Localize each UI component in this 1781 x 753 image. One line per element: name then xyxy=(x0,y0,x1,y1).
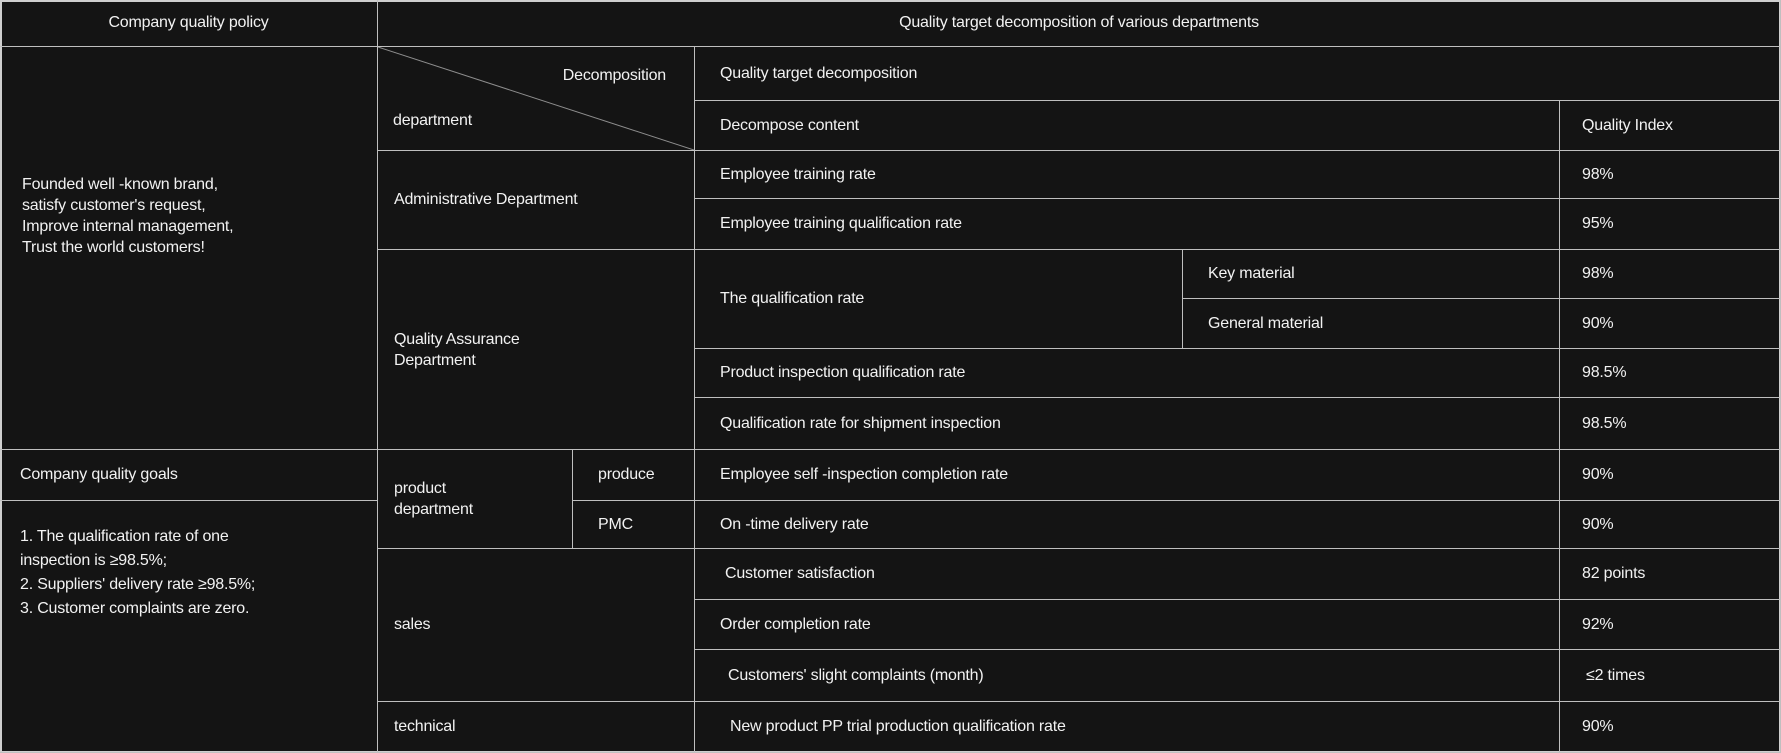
corner-cell: Decomposition department xyxy=(378,47,695,151)
department-name-cell: sales xyxy=(378,549,695,702)
metric-cell: Customer satisfaction xyxy=(695,549,1560,600)
index-value-cell: 92% xyxy=(1560,600,1781,650)
corner-label-department: department xyxy=(393,112,472,129)
metric-cell: The qualification rate xyxy=(695,250,1183,349)
metric-cell: Employee self -inspection completion rat… xyxy=(695,450,1560,501)
metric-cell: On -time delivery rate xyxy=(695,501,1560,549)
index-value-cell: 98% xyxy=(1560,250,1781,299)
diagonal-divider xyxy=(378,47,694,150)
decomposition-column-header: Quality target decomposition of various … xyxy=(378,0,1781,47)
metric-cell: New product PP trial production qualific… xyxy=(695,702,1560,753)
team-cell: produce xyxy=(573,450,695,501)
metric-cell: Customers' slight complaints (month) xyxy=(695,650,1560,702)
quality-policy-text: Founded well -known brand, satisfy custo… xyxy=(0,47,378,450)
index-value-cell: 98% xyxy=(1560,151,1781,199)
metric-cell: Qualification rate for shipment inspecti… xyxy=(695,398,1560,450)
metric-cell: Order completion rate xyxy=(695,600,1560,650)
metric-cell: Employee training qualification rate xyxy=(695,199,1560,250)
policy-column-header: Company quality policy xyxy=(0,0,378,47)
index-value-cell: 98.5% xyxy=(1560,349,1781,398)
department-name-cell: Quality Assurance Department xyxy=(378,250,695,450)
corner-label-decomposition: Decomposition xyxy=(562,67,666,84)
quality-goals-title: Company quality goals xyxy=(0,450,378,501)
metric-cell: Product inspection qualification rate xyxy=(695,349,1560,398)
department-name-cell: product department xyxy=(378,450,573,549)
index-value-cell: 95% xyxy=(1560,199,1781,250)
index-value-cell: 90% xyxy=(1560,702,1781,753)
index-value-cell: 90% xyxy=(1560,450,1781,501)
index-value-cell: 90% xyxy=(1560,299,1781,349)
quality-goals-text: 1. The qualification rate of one inspect… xyxy=(0,501,378,753)
sub-material-cell: General material xyxy=(1183,299,1560,349)
index-value-cell: 90% xyxy=(1560,501,1781,549)
index-value-cell: ≤2 times xyxy=(1560,650,1781,702)
department-name-cell: technical xyxy=(378,702,695,753)
sub-material-cell: Key material xyxy=(1183,250,1560,299)
department-name-cell: Administrative Department xyxy=(378,151,695,250)
team-cell: PMC xyxy=(573,501,695,549)
content-header: Decompose content xyxy=(695,101,1560,151)
group-header: Quality target decomposition xyxy=(695,47,1781,101)
metric-cell: Employee training rate xyxy=(695,151,1560,199)
index-value-cell: 98.5% xyxy=(1560,398,1781,450)
index-header: Quality Index xyxy=(1560,101,1781,151)
index-value-cell: 82 points xyxy=(1560,549,1781,600)
